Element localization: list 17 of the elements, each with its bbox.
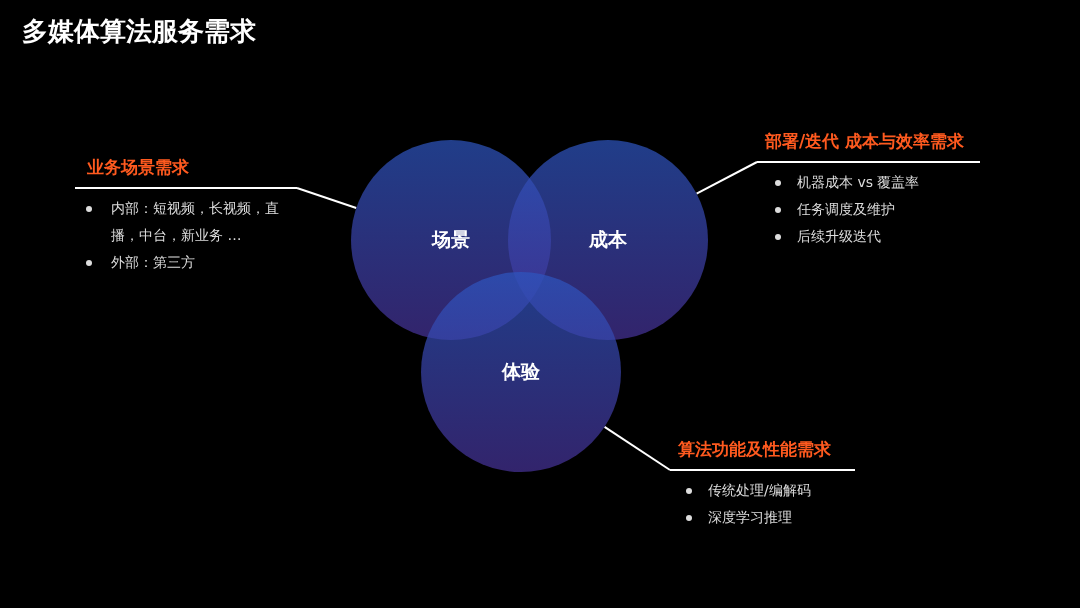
circle-label: 成本: [589, 227, 627, 252]
bullet-item: 后续升级迭代: [757, 223, 980, 250]
circle-label: 场景: [432, 227, 470, 252]
section-heading: 业务场景需求: [75, 156, 297, 189]
bullet-item: 传统处理/编解码: [670, 477, 855, 504]
leader-line: [296, 187, 358, 209]
bullet-item: 机器成本 vs 覆盖率: [757, 169, 980, 196]
section-heading: 部署/迭代 成本与效率需求: [757, 130, 980, 163]
bullet-item: 外部：第三方: [75, 249, 297, 276]
leader-line: [603, 425, 671, 471]
slide-title: 多媒体算法服务需求: [22, 15, 256, 48]
section-heading: 算法功能及性能需求: [670, 438, 855, 471]
leader-line: [695, 161, 758, 195]
bullet-item: 深度学习推理: [670, 504, 855, 531]
circle-label: 体验: [502, 359, 540, 384]
bullet-item: 内部：短视频，长视频，直播，中台，新业务 …: [75, 195, 297, 249]
bullet-item: 任务调度及维护: [757, 196, 980, 223]
